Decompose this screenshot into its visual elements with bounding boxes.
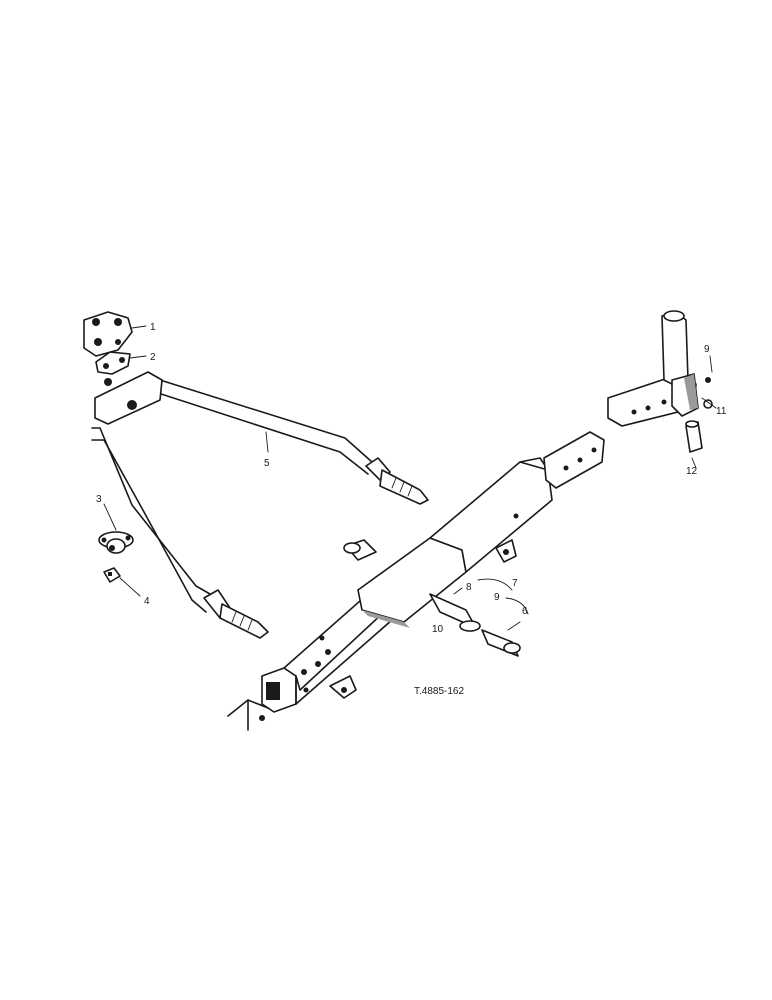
callout-12: 12 [686, 466, 698, 477]
callout-labels: 1 2 3 4 5 8 7 9 6 10 9 11 12 [96, 322, 727, 635]
callout-3: 3 [96, 494, 102, 505]
part-3-cap [98, 531, 134, 554]
callout-1: 1 [150, 322, 156, 333]
callout-11: 11 [716, 406, 727, 417]
callout-7: 7 [512, 578, 518, 589]
part-12-pin [685, 420, 703, 453]
part-8-pivot-pin [429, 593, 481, 632]
extension-tube [543, 431, 605, 489]
callout-8: 8 [466, 582, 472, 593]
callout-6: 6 [522, 606, 528, 617]
callout-9a: 9 [494, 592, 500, 603]
leader-lines [103, 325, 717, 631]
callout-4: 4 [144, 596, 150, 607]
figure-reference-code: T.4885-162 [414, 686, 464, 697]
part-4-nut [103, 567, 121, 583]
part-6-bushing [481, 629, 521, 657]
callout-9b: 9 [704, 344, 710, 355]
part-5-radius-rod [91, 371, 429, 639]
part-9-retainer-right [705, 377, 711, 383]
main-axle-beam [261, 457, 553, 713]
callout-5: 5 [264, 458, 270, 469]
part-10-bushing-loose [343, 539, 377, 561]
spindle-knuckle-assembly [607, 310, 699, 427]
part-11-washer [703, 399, 713, 409]
callout-2: 2 [150, 352, 156, 363]
part-1-bracket-plate [83, 311, 133, 357]
callout-10: 10 [432, 624, 444, 635]
left-frame-stub [227, 699, 269, 731]
part-2-shim-plate [95, 351, 131, 375]
